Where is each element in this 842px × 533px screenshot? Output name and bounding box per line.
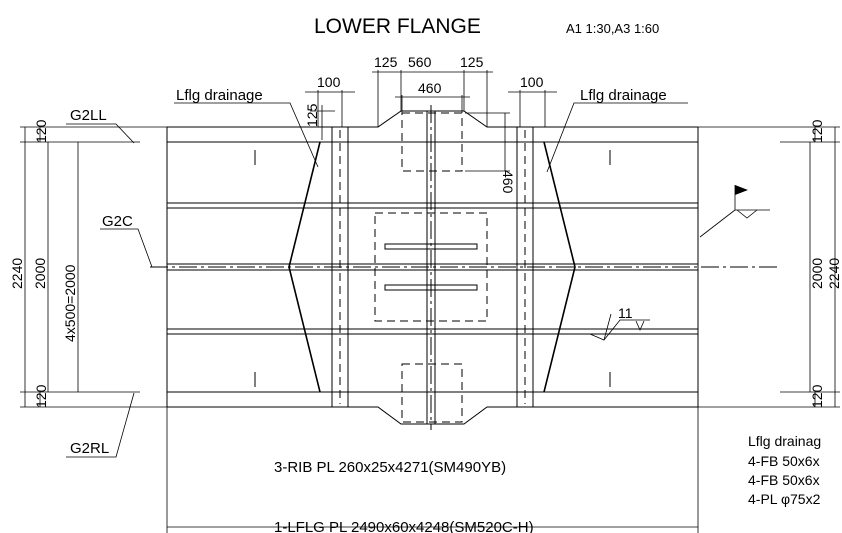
dim-left-125: 125: [304, 103, 320, 127]
dim-right-460: 460: [500, 170, 516, 194]
dim-left-width: 2000: [32, 258, 48, 289]
label-g2ll: G2LL: [70, 107, 107, 124]
left-dimensions: [20, 126, 167, 408]
right-dimensions: [698, 126, 840, 408]
dim-top-125-left: 125: [374, 54, 398, 70]
dim-left-120-bottom: 120: [33, 384, 49, 408]
dim-right-total: 2240: [826, 258, 842, 289]
note-lflg: 1-LFLG PL 2490x60x4248(SM520C-H): [274, 519, 534, 533]
stiffener-right: [516, 127, 534, 407]
plate-bottom-edge: [167, 406, 698, 425]
horizontal-lines: [167, 141, 698, 393]
stub-marks: [254, 150, 611, 387]
weld-symbol: 11: [618, 305, 633, 321]
label-drainage-left: Lflg drainage: [176, 87, 263, 104]
dim-right-width: 2000: [809, 258, 825, 289]
dim-left-100: 100: [317, 74, 341, 90]
splice-plate-top: [401, 112, 463, 172]
parts-list: Lflg drainag 4-FB 50x6x 4-FB 50x6x 4-PL …: [748, 433, 821, 507]
splice-plate-bottom: [401, 363, 463, 423]
label-g2c: G2C: [102, 213, 133, 230]
dim-left-total: 2240: [9, 258, 25, 289]
drainage-diamond-right: [543, 141, 576, 393]
leaders: [66, 102, 770, 458]
drawing-scale: A1 1:30,A3 1:60: [566, 21, 659, 36]
plate-top-edge: [167, 110, 698, 128]
top-dimensions: [305, 70, 557, 172]
parts-list-item: Lflg drainag: [748, 433, 821, 449]
label-drainage-right: Lflg drainage: [580, 87, 667, 104]
parts-list-item: 4-FB 50x6x: [748, 472, 820, 488]
dim-right-120-top: 120: [809, 119, 825, 143]
dim-top-460: 460: [418, 80, 442, 96]
dim-left-spacing: 4x500=2000: [62, 264, 78, 342]
splice-plate-middle: [374, 212, 488, 322]
dim-right-100: 100: [520, 74, 544, 90]
parts-list-item: 4-PL φ75x2: [748, 491, 821, 507]
note-rib: 3-RIB PL 260x25x4271(SM490YB): [274, 459, 506, 476]
dim-top-560: 560: [408, 54, 432, 70]
web-center: [426, 105, 436, 430]
drainage-diamond-left: [288, 141, 321, 393]
dim-right-120-bottom: 120: [809, 384, 825, 408]
lflg-dimension-line: [166, 407, 699, 533]
slots: [384, 243, 478, 291]
drawing-title: LOWER FLANGE: [314, 15, 481, 38]
dim-top-125-right: 125: [460, 54, 484, 70]
dim-left-120-top: 120: [33, 119, 49, 143]
parts-list-item: 4-FB 50x6x: [748, 453, 820, 469]
label-g2rl: G2RL: [70, 440, 109, 457]
stiffener-left: [331, 127, 349, 407]
